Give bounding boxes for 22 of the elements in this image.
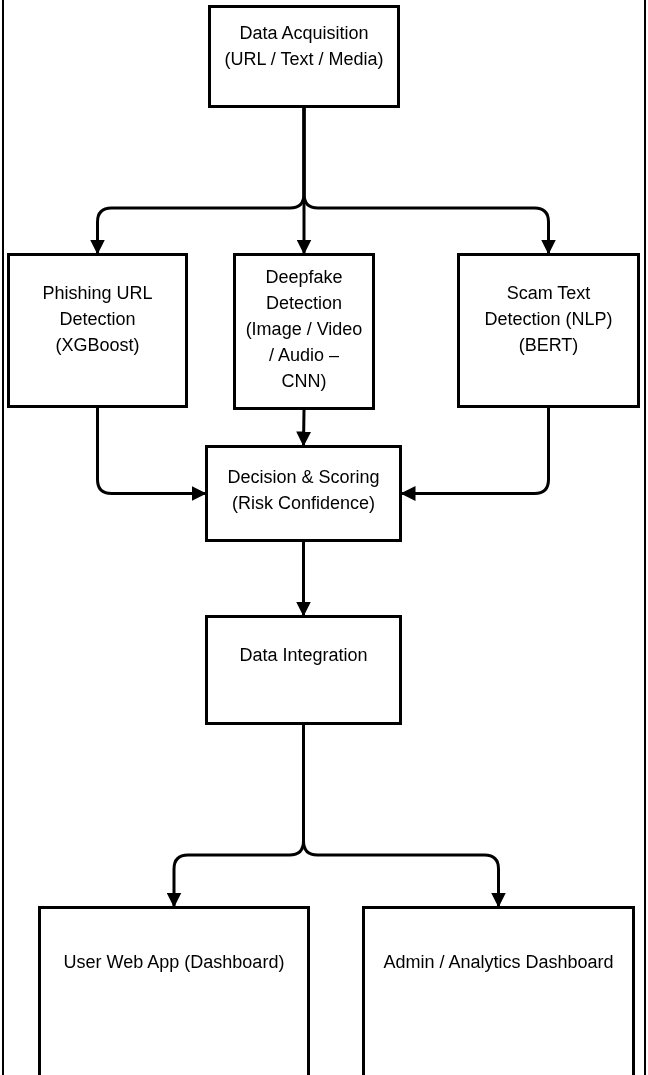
box-label: Data Integration [239,644,368,667]
process-box [7,253,188,408]
process-box [208,5,400,108]
arrow [302,725,506,908]
process-box [233,253,375,410]
arrow [302,108,556,255]
arrow [296,409,312,447]
arrow [96,408,207,501]
process-box [362,906,635,1075]
box-label: User Web App (Dashboard) [63,951,285,974]
box-label: Phishing URL Detection (XGBoost) [41,282,154,357]
process-box [205,445,402,542]
box-label: Deepfake Detection (Image / Video / Audio – CNN) [244,266,364,393]
arrow [400,408,550,501]
box-label: Decision & Scoring (Risk Confidence) [226,466,381,515]
process-box [457,253,640,408]
process-box [205,615,402,725]
box-label: Scam Text Detection (NLP) (BERT) [483,282,614,357]
box-label: Admin / Analytics Dashboard [383,951,614,974]
arrow [296,542,311,617]
process-box [38,906,310,1075]
box-label: Data Acquisition (URL / Text / Media) [223,22,385,71]
